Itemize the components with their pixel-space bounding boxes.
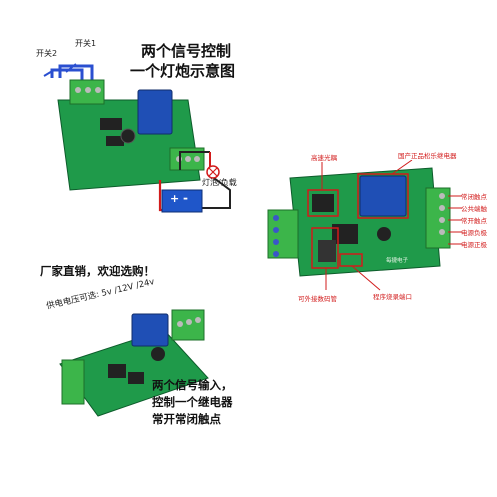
top-left-board-illustration <box>43 63 231 213</box>
label-normally-closed: 常闭触点 <box>461 193 487 201</box>
lamp-label: 灯泡/负载 <box>202 178 237 187</box>
desc-line3: 常开常闭触点 <box>152 412 221 426</box>
label-common: 公共端触 <box>461 205 487 213</box>
battery-plus-label: + <box>170 192 180 205</box>
desc-line2: 控制一个继电器 <box>152 395 233 409</box>
battery-minus-label: - <box>183 191 188 205</box>
switch2-label: 开关2 <box>36 49 58 58</box>
top-right-board-illustration <box>267 160 462 291</box>
label-power-negative: 电源负极 <box>461 229 487 237</box>
board-silkscreen: 每捷电子 <box>386 258 409 264</box>
bottom-left-board-illustration <box>59 309 209 417</box>
top-left-title-line2: 一个灯炮示意图 <box>130 62 236 80</box>
label-power-positive: 电源正极 <box>461 241 487 249</box>
label-relay: 国产正品松乐继电器 <box>398 152 457 160</box>
label-external-display: 可外接数码管 <box>298 295 337 303</box>
desc-line1: 两个信号输入， <box>152 378 233 392</box>
switch1-label: 开关1 <box>75 39 97 48</box>
label-optocoupler: 高速光耦 <box>311 154 337 162</box>
label-normally-open: 常开触点 <box>461 217 487 225</box>
top-left-title-line1: 两个信号控制 <box>141 42 232 60</box>
label-programming-port: 程序烧录端口 <box>373 293 412 301</box>
promo-text: 厂家直销，欢迎选购！ <box>40 264 155 278</box>
